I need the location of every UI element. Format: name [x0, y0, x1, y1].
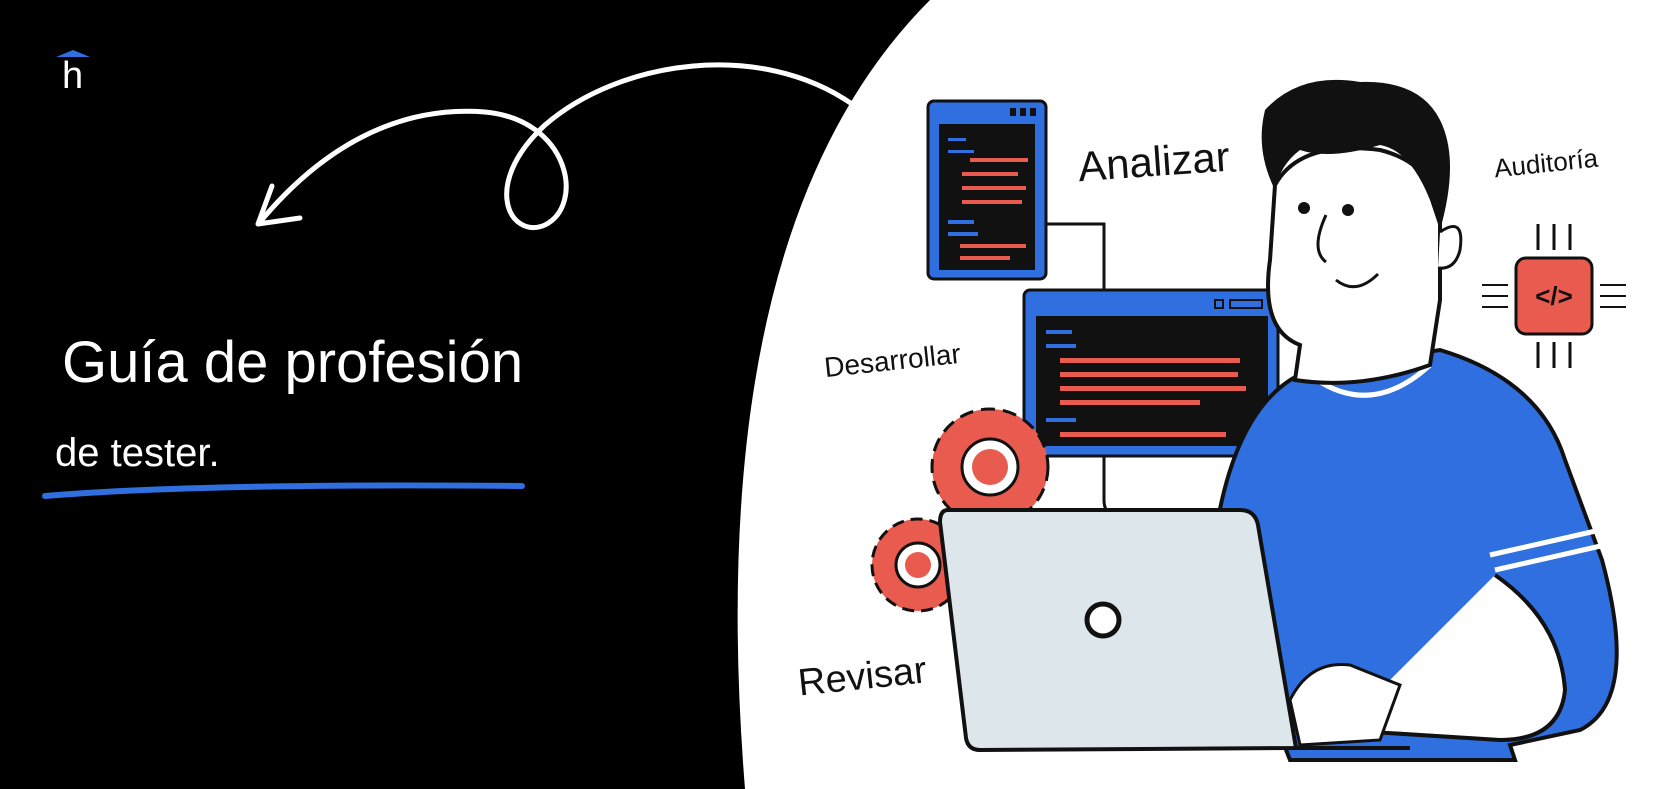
brand-logo: h [56, 50, 92, 98]
code-window-large [1022, 288, 1280, 458]
person-figure [1209, 79, 1619, 762]
arrow-head [255, 183, 303, 227]
page-subtitle: de tester. [55, 431, 220, 475]
logo-letter: h [62, 55, 84, 97]
code-chip-icon: </> [1482, 224, 1626, 368]
page-title: Guía de profesión [62, 330, 524, 395]
laptop [937, 508, 1410, 753]
svg-text:</>: </> [1535, 281, 1573, 311]
curly-arrow [257, 62, 855, 230]
graduation-cap-icon [56, 50, 90, 57]
title-underline [42, 482, 525, 499]
code-window-small [926, 99, 1048, 281]
gear-icon [930, 407, 1050, 527]
